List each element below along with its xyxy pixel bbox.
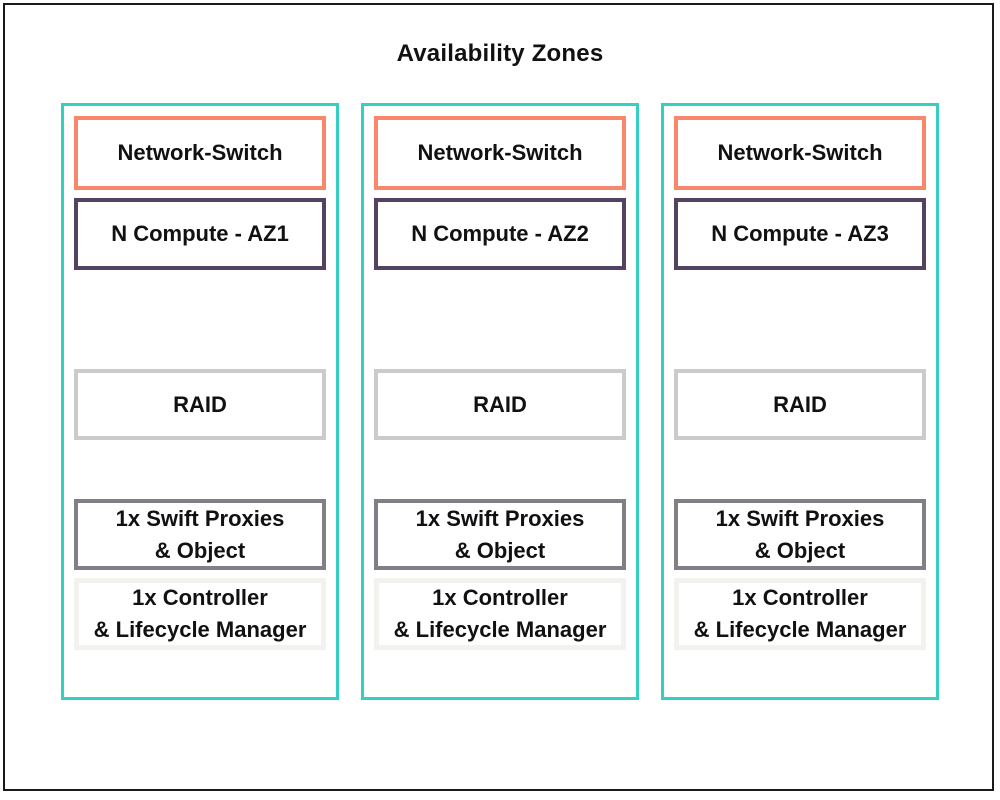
swift-label-line1: 1x Swift Proxies <box>415 505 585 531</box>
network-switch-label: Network-Switch <box>717 140 883 166</box>
controller-box-az1: 1x Controller & Lifecycle Manager <box>74 578 326 650</box>
controller-label-line1: 1x Controller <box>432 585 568 611</box>
network-switch-box-az1: Network-Switch <box>74 116 326 190</box>
controller-label-line2: & Lifecycle Manager <box>693 617 907 642</box>
compute-label: N Compute - AZ3 <box>711 221 889 247</box>
controller-label-line1: 1x Controller <box>732 585 868 611</box>
raid-box-az1: RAID <box>74 369 326 440</box>
zone-az3: Network-Switch N Compute - AZ3 RAID 1x S… <box>661 103 939 700</box>
raid-box-az2: RAID <box>374 369 626 440</box>
compute-label: N Compute - AZ1 <box>111 221 289 247</box>
controller-box-az3: 1x Controller & Lifecycle Manager <box>674 578 926 650</box>
controller-label-line2: & Lifecycle Manager <box>93 617 307 642</box>
raid-label: RAID <box>473 391 527 417</box>
compute-box-az3: N Compute - AZ3 <box>674 198 926 270</box>
network-switch-label: Network-Switch <box>117 140 283 166</box>
raid-box-az3: RAID <box>674 369 926 440</box>
compute-label: N Compute - AZ2 <box>411 221 589 247</box>
controller-box-az2: 1x Controller & Lifecycle Manager <box>374 578 626 650</box>
swift-label-line2: & Object <box>154 537 246 563</box>
compute-box-az1: N Compute - AZ1 <box>74 198 326 270</box>
swift-label-line1: 1x Swift Proxies <box>115 505 285 531</box>
zone-az1: Network-Switch N Compute - AZ1 RAID 1x S… <box>61 103 339 700</box>
compute-box-az2: N Compute - AZ2 <box>374 198 626 270</box>
swift-label-line2: & Object <box>754 537 846 563</box>
swift-proxies-box-az3: 1x Swift Proxies & Object <box>674 499 926 570</box>
swift-proxies-box-az1: 1x Swift Proxies & Object <box>74 499 326 570</box>
swift-proxies-box-az2: 1x Swift Proxies & Object <box>374 499 626 570</box>
swift-label-line2: & Object <box>454 537 546 563</box>
controller-label-line2: & Lifecycle Manager <box>393 617 607 642</box>
controller-label-line1: 1x Controller <box>132 585 268 611</box>
network-switch-box-az3: Network-Switch <box>674 116 926 190</box>
raid-label: RAID <box>173 391 227 417</box>
network-switch-label: Network-Switch <box>417 140 583 166</box>
raid-label: RAID <box>773 391 827 417</box>
swift-label-line1: 1x Swift Proxies <box>715 505 885 531</box>
diagram-title: Availability Zones <box>396 40 604 67</box>
zone-az2: Network-Switch N Compute - AZ2 RAID 1x S… <box>361 103 639 700</box>
network-switch-box-az2: Network-Switch <box>374 116 626 190</box>
zones-row: Network-Switch N Compute - AZ1 RAID 1x S… <box>61 103 939 700</box>
